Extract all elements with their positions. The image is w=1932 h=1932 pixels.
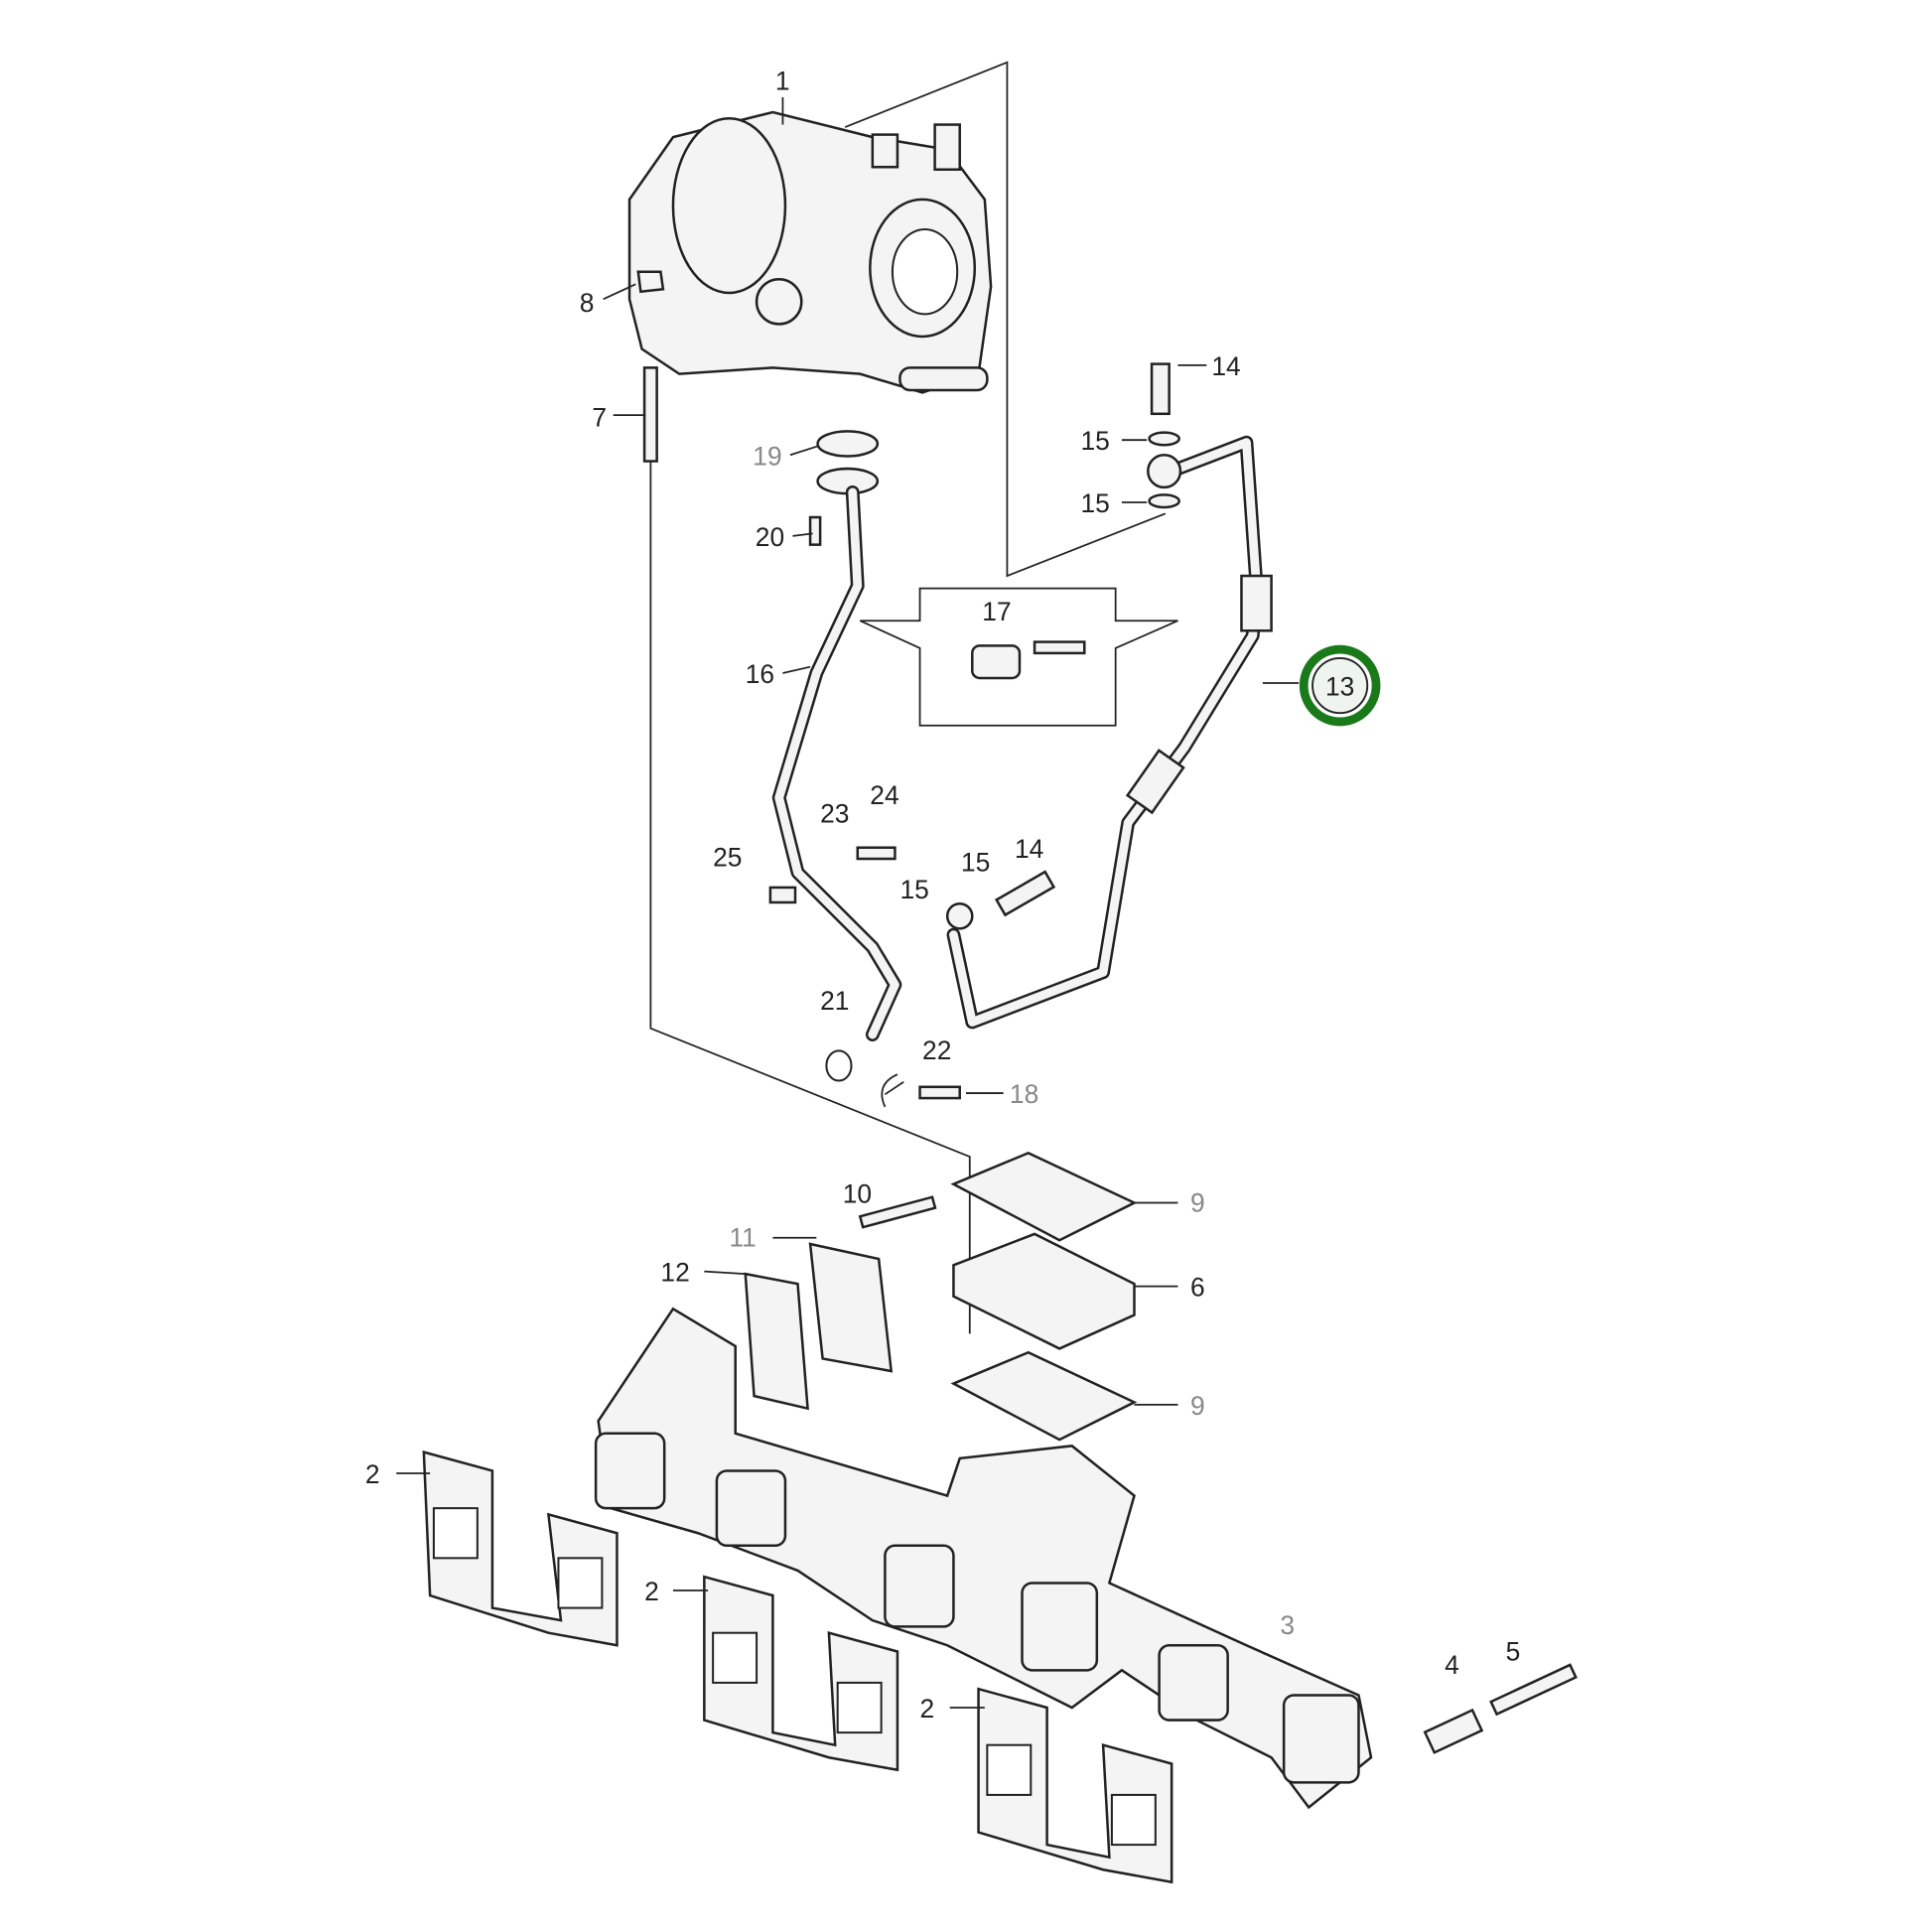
cover-gasket	[744, 1272, 809, 1411]
washer	[1148, 493, 1180, 509]
pipe-fitting	[1125, 749, 1185, 815]
gasket	[950, 1350, 1138, 1442]
callout-labels: 1 2 2 2 3 4 5 6 7 8 9 9 10 11 12 13 14 1…	[365, 66, 1520, 1724]
spacer	[952, 1232, 1136, 1350]
bolt	[918, 1085, 961, 1100]
callout-14: 14	[1211, 351, 1240, 381]
callout-5: 5	[1506, 1636, 1521, 1666]
stud	[642, 366, 658, 463]
callout-2: 2	[365, 1459, 380, 1489]
manifold-gasket	[703, 1575, 899, 1772]
manifold-gasket	[422, 1449, 619, 1647]
leader-lines	[396, 96, 1300, 1709]
highlighted-callout-13[interactable]: 13	[1299, 644, 1381, 727]
callout-15: 15	[961, 848, 990, 878]
callout-11: 11	[729, 1222, 756, 1252]
cover-plate	[808, 1242, 894, 1373]
bolt	[808, 515, 822, 546]
callout-2: 2	[920, 1694, 935, 1724]
nut	[636, 270, 665, 294]
turbocharger	[627, 110, 993, 394]
oil-feed-pipe	[946, 435, 1264, 1030]
banjo-bolt	[994, 870, 1056, 917]
callout-8: 8	[580, 288, 595, 318]
callout-16: 16	[746, 659, 774, 689]
exhaust-manifold	[594, 1307, 1373, 1810]
bolt	[1489, 1663, 1578, 1717]
banjo-fitting	[945, 901, 974, 930]
callout-10: 10	[843, 1179, 872, 1209]
callout-14: 14	[1015, 834, 1043, 864]
callout-15: 15	[1081, 488, 1110, 518]
callout-9: 9	[1190, 1391, 1205, 1421]
sleeve	[1423, 1708, 1484, 1754]
callout-15: 15	[899, 875, 928, 904]
callout-3: 3	[1280, 1610, 1295, 1640]
oil-return-pipe	[771, 485, 902, 1041]
callout-23: 23	[820, 799, 849, 829]
callout-7: 7	[592, 402, 607, 432]
callout-19: 19	[753, 441, 781, 471]
callout-18: 18	[1010, 1079, 1038, 1109]
bolt	[858, 1195, 937, 1229]
sleeve	[768, 886, 797, 904]
callout-4: 4	[1445, 1650, 1459, 1680]
callout-25: 25	[713, 843, 742, 873]
callout-20: 20	[756, 522, 784, 552]
callout-2: 2	[644, 1577, 659, 1606]
callout-9: 9	[1190, 1187, 1205, 1217]
manifold-gasket	[977, 1687, 1173, 1884]
o-ring	[825, 1049, 853, 1082]
banjo-fitting	[1147, 453, 1182, 489]
gasket	[950, 1151, 1138, 1242]
detail-callout-box	[859, 587, 1178, 727]
gasket	[816, 430, 880, 458]
reference-lines	[649, 61, 1167, 1334]
callout-13[interactable]: 13	[1325, 672, 1354, 702]
callout-17: 17	[982, 597, 1011, 626]
pipe-fitting	[1240, 574, 1273, 632]
callout-15: 15	[1081, 426, 1110, 456]
bolt	[856, 846, 897, 861]
banjo-bolt	[1150, 362, 1171, 416]
callout-22: 22	[922, 1035, 951, 1065]
washer	[1148, 431, 1180, 447]
callout-6: 6	[1190, 1273, 1205, 1303]
callout-21: 21	[820, 986, 849, 1016]
callout-12: 12	[660, 1258, 689, 1288]
clip	[881, 1073, 898, 1108]
callout-1: 1	[775, 66, 790, 95]
callout-24: 24	[870, 780, 898, 810]
